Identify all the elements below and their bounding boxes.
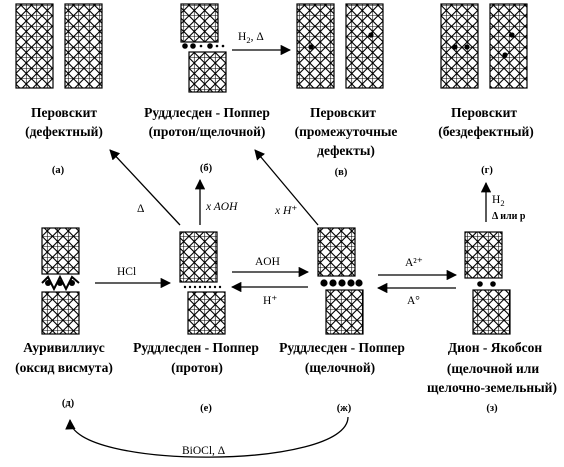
label-z-sub: (щелочной или [447,361,540,376]
reagent-hcl: HCl [117,266,136,278]
reagent-biocl-delta: BiOCl, Δ [182,445,225,457]
structure-zh-lattice [317,227,364,335]
proton-dots-e [183,285,222,289]
structure-g-lattice [440,3,528,89]
label-e-sub: (протон) [171,360,223,375]
arrow-e-to-a [109,149,181,226]
structure-a-lattice [15,3,103,89]
reagent-h-plus-bottom: H⁺ [263,295,277,307]
label-d-name: Ауривиллиус [23,340,104,355]
structure-b-lattice [180,3,227,93]
letter-z: (з) [486,403,498,414]
label-zh-name: Руддлесден - Поппер [279,340,405,355]
structure-v-lattice [296,3,384,89]
structure-e-lattice [179,231,226,335]
reagent-x-aoh: x AOH [205,201,238,213]
reagent-delta-left: Δ [137,203,144,215]
label-zh-sub: (щелочной) [305,360,375,375]
reagent-delta-or-p: Δ или p [492,211,526,222]
arrow-zh-to-b [254,149,319,226]
letter-a: (а) [52,165,65,176]
reagent-aoh: AOH [255,256,280,268]
reagent-h2-delta: H2, Δ [238,31,264,45]
label-g-sub: (бездефектный) [438,124,534,139]
structure-d-lattice [41,227,80,335]
interlayer-cations-b [182,43,225,49]
reagent-x-h-plus: x H⁺ [274,205,297,217]
reagent-a-zero: A° [407,295,420,307]
label-d-sub: (оксид висмута) [15,360,113,375]
letter-g: (г) [481,165,493,176]
structure-z-lattice [464,231,511,335]
label-v-sub2: дефекты) [317,143,375,158]
arrow-zh-to-d-curved [65,416,349,458]
label-a-name: Перовскит [31,105,97,120]
label-v-name: Перовскит [310,105,376,120]
letter-d: (д) [62,398,75,409]
letter-zh: (ж) [337,403,352,414]
label-b-name: Руддлесден - Поппер [144,105,270,120]
letter-e: (е) [200,403,212,414]
label-b-sub: (протон/щелочной) [149,124,266,139]
reagent-a2-plus: A²⁺ [405,257,423,269]
letter-v: (в) [335,167,348,178]
letter-b: (б) [200,163,213,174]
label-z-name: Дион - Якобсон [448,340,542,355]
label-e-name: Руддлесден - Поппер [133,340,259,355]
alkali-cations-zh [320,279,363,287]
label-g-name: Перовскит [451,105,517,120]
label-z-sub2: щелочно-земельный) [427,380,557,395]
reagent-h2: H2 [492,194,505,208]
label-a-sub: (дефектный) [25,124,103,139]
label-v-sub: (промежуточные [295,124,398,139]
